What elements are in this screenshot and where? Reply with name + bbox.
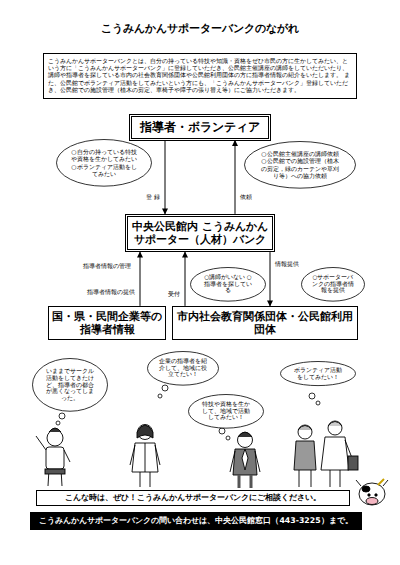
node-text: ○自分の持っている特技や資格を生かしてみたい ○ボランティア活動をしてみたい — [70, 148, 137, 178]
note-label: 指導者情報の管理 — [82, 262, 132, 269]
text-wrap: こうみんかんサポーターバンクの問い合わせは、中央公民館窓口（443-3225）ま… — [30, 512, 362, 530]
text-wrap: 特技や資格を生かして、地域で活動してみたい！ — [199, 401, 252, 422]
edge-label: 受付 — [167, 290, 181, 297]
text-wrap: 指導者・ボランティア — [132, 117, 268, 138]
process-box: こうみんかんサポーターバンクとは、自分の持っている特技や知識・資格をぜひ市民の方… — [43, 53, 357, 99]
text-wrap: ○サポーターバンクの指導者情報を提供 — [311, 274, 356, 295]
text-wrap: ○自分の持っている特技や資格を生かしてみたい ○ボランティア活動をしてみたい — [70, 148, 137, 178]
ellipse-note: 企業の指導者を紹介して、地域に役立てたい！ — [147, 351, 219, 386]
ellipse-shape — [191, 267, 266, 301]
text-wrap: ボランティア活動をしてみたい！ — [291, 367, 344, 381]
ellipse-shape — [302, 267, 365, 301]
text-wrap: いままでサークル活動をしてきたけど、指導者の都合が悪くなってしまった。 — [43, 368, 96, 402]
flow-arrow — [235, 141, 236, 214]
text-wrap: 国・県・民間企業等の指導者情報 — [49, 307, 165, 339]
node-text: 中央公民館内 こうみんかん サポーター（人材）バンク — [131, 220, 269, 246]
mascot-icon — [356, 479, 388, 505]
text-wrap: 市内社会教育関係団体・公民館利用団体 — [173, 307, 357, 339]
ellipse-note: ボランティア活動をしてみたい！ — [280, 361, 356, 386]
ellipse-shape — [189, 394, 264, 428]
ellipse-note: ○サポーターバンクの指導者情報を提供 — [301, 267, 365, 302]
edge-label: 登 録 — [145, 193, 161, 200]
ellipse-note: ○公民館主催講座の講師依頼 ○公民館での施設管理（植木の剪定，緑のカーテンや草刈… — [244, 141, 356, 189]
diagram-title: こうみんかんサポーターバンクのながれ — [0, 22, 400, 36]
ellipse-shape — [245, 142, 356, 189]
process-box: 中央公民館内 こうみんかん サポーター（人材）バンク — [125, 214, 275, 252]
node-text: こうみんかんサポーターバンクの問い合わせは、中央公民館窓口（443-3225）ま… — [34, 516, 358, 526]
node-text: こうみんかんサポーターバンクとは、自分の持っている特技や知識・資格をぜひ市民の方… — [48, 58, 352, 94]
text-wrap: こんな時は、ぜひ！こうみんかんサポーターバンクにご相談ください。 — [37, 491, 349, 505]
couple-figure — [294, 421, 358, 487]
ellipse-shape — [281, 362, 356, 386]
node-text: 市内社会教育関係団体・公民館利用団体 — [176, 310, 354, 336]
node-text: 国・県・民間企業等の指導者情報 — [52, 310, 162, 336]
node-text: ボランティア活動をしてみたい！ — [291, 367, 344, 381]
flow-arrow — [270, 252, 271, 306]
node-text: ○公民館主催講座の講師依頼 ○公民館での施設管理（植木の剪定，緑のカーテンや草刈… — [261, 150, 339, 180]
ellipse-note: いままでサークル活動をしてきたけど、指導者の都合が悪くなってしまった。 — [32, 358, 108, 412]
man-figure — [36, 428, 70, 486]
text-wrap: 中央公民館内 こうみんかん サポーター（人材）バンク — [128, 217, 272, 249]
flow-arrow — [140, 252, 141, 306]
process-box: こうみんかんサポーターバンクの問い合わせは、中央公民館窓口（443-3225）ま… — [30, 512, 362, 530]
text-wrap: こうみんかんサポーターバンクとは、自分の持っている特技や知識・資格をぜひ市民の方… — [44, 54, 356, 98]
ellipse-shape — [148, 351, 219, 385]
process-box: 市内社会教育関係団体・公民館利用団体 — [172, 306, 358, 340]
text-wrap: ○講師がいない ○指導者を探している — [201, 274, 254, 295]
edge-label: 依頼 — [239, 193, 253, 200]
flow-arrow — [185, 252, 186, 306]
ellipse-note: ○自分の持っている特技や資格を生かしてみたい ○ボランティア活動をしてみたい — [56, 139, 152, 187]
suit-man-figure — [230, 432, 260, 488]
node-text: いままでサークル活動をしてきたけど、指導者の都合が悪くなってしまった。 — [43, 368, 96, 402]
woman-figure — [130, 425, 160, 488]
node-text: 特技や資格を生かして、地域で活動してみたい！ — [199, 401, 252, 422]
text-wrap: 企業の指導者を紹介して、地域に役立てたい！ — [158, 358, 208, 379]
edge-label: 指導者情報の提供 — [86, 288, 136, 295]
node-text: ○サポーターバンクの指導者情報を提供 — [311, 274, 356, 295]
node-text: 指導者・ボランティア — [135, 120, 265, 135]
process-box: こんな時は、ぜひ！こうみんかんサポーターバンクにご相談ください。 — [36, 490, 350, 506]
process-box: 国・県・民間企業等の指導者情報 — [48, 306, 166, 340]
ellipse-note: 特技や資格を生かして、地域で活動してみたい！ — [188, 394, 264, 429]
node-text: 企業の指導者を紹介して、地域に役立てたい！ — [158, 358, 208, 379]
flow-arrow — [165, 141, 166, 214]
ellipse-shape — [57, 140, 152, 187]
node-text: こんな時は、ぜひ！こうみんかんサポーターバンクにご相談ください。 — [39, 493, 347, 503]
ellipse-note: ○講師がいない ○指導者を探している — [190, 267, 266, 302]
process-box: 指導者・ボランティア — [129, 114, 271, 141]
text-wrap: ○公民館主催講座の講師依頼 ○公民館での施設管理（植木の剪定，緑のカーテンや草刈… — [261, 150, 339, 180]
node-text: ○講師がいない ○指導者を探している — [201, 274, 254, 295]
edge-label: 情報提供 — [274, 260, 300, 267]
ellipse-shape — [33, 359, 108, 412]
